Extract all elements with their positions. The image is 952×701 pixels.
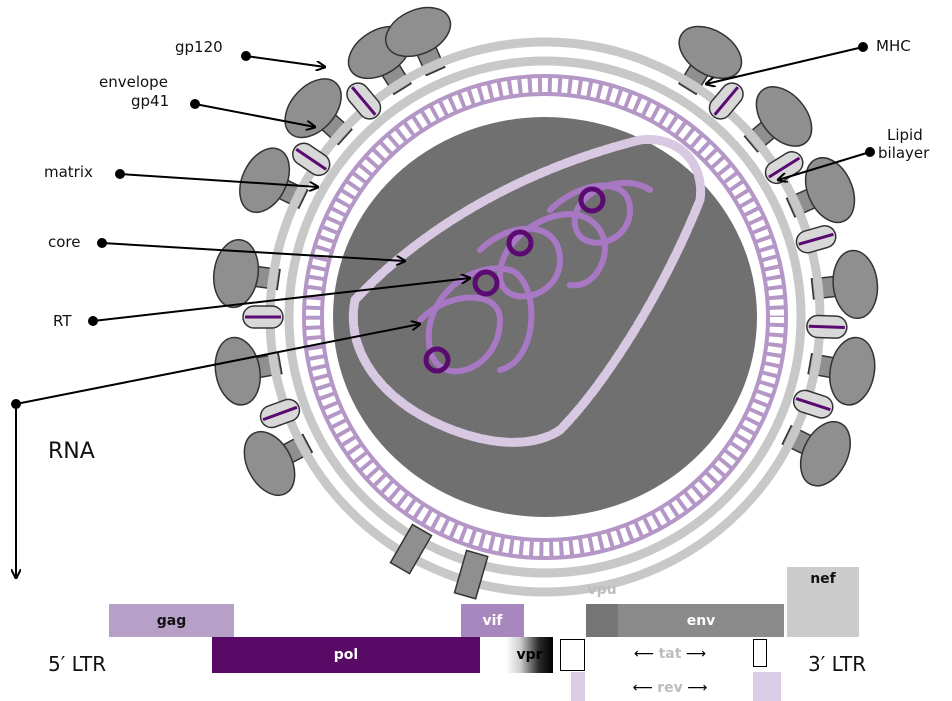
rt-arrow [92,278,470,322]
tat-exon-1 [560,639,585,671]
virion-interior [333,117,757,517]
mhc-molecule [346,82,382,120]
gene-rev: ⟵ rev ⟶ [632,680,708,696]
capsid-core [348,134,706,447]
mhc-molecule [806,314,848,339]
reverse-transcriptase [423,186,606,374]
label-core: core [48,233,81,251]
mhc-molecule [708,82,744,120]
mhc-molecule [242,305,284,329]
gene-vif: vif [461,604,524,637]
mhc-arrow [706,46,864,84]
gene-gag: gag [109,604,234,637]
mhc-molecule [259,398,301,429]
rev-exon-1 [571,672,585,701]
label-matrix: matrix [44,163,93,181]
gene-vpu-label: vpu [587,582,617,598]
label-lipid: Lipid [887,126,923,144]
gp41-protein [453,549,489,600]
matrix-arrow [119,173,318,187]
gene-env: env [618,604,784,637]
matrix-shell [302,74,788,560]
leader-lines [11,42,875,578]
lipid-arrow [778,151,871,180]
gene-vpu [586,604,618,637]
gene-pol: pol [212,637,480,673]
gp41-arrow [194,103,315,127]
label-envelope: envelope [99,73,168,91]
mhc-molecule [292,142,331,177]
gp120-arrow [245,55,325,67]
label-bilayer: bilayer [878,144,930,162]
ltr3-label: 3′ LTR [808,652,867,676]
label-rna: RNA [48,439,95,464]
gene-vpr: vpr [506,637,553,673]
ltr5-label: 5′ LTR [48,652,107,676]
mhc-molecule [792,389,834,419]
label-gp41: gp41 [131,92,170,110]
rna-arrow [15,324,420,405]
gp120-spike [678,25,743,96]
gp120-spike [385,6,452,77]
label-rt: RT [53,312,72,330]
gene-nef: nef [787,567,859,637]
gp41-protein [389,523,433,575]
mhc-molecule [795,225,837,254]
core-arrow [101,242,405,261]
label-gp120: gp120 [175,38,223,56]
label-mhc: MHC [876,37,911,55]
rev-exon-2 [753,672,781,701]
tat-exon-2 [753,639,767,667]
membrane-proteins [242,82,848,600]
gene-tat: ⟵ tat ⟶ [634,646,706,662]
